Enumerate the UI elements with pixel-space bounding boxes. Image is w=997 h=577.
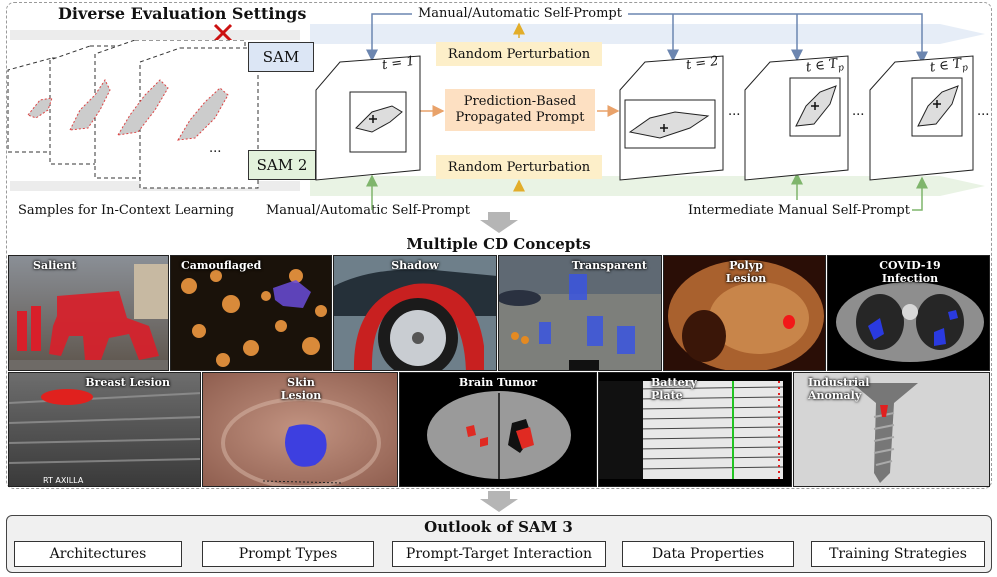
breast-caption: RT AXILLA bbox=[43, 476, 84, 485]
tile-battery-label: Battery Plate bbox=[651, 376, 697, 402]
tile-breast-label: Breast Lesion bbox=[85, 376, 170, 389]
transparent-image bbox=[499, 256, 661, 370]
video-frames bbox=[315, 55, 974, 181]
polyp-image bbox=[668, 260, 824, 370]
outlook-prompt-target-interaction: Prompt-Target Interaction bbox=[392, 541, 606, 567]
frame-ellipsis-3: ... bbox=[977, 104, 990, 119]
outlook-data-properties: Data Properties bbox=[622, 541, 794, 567]
tile-transparent-label: Transparent bbox=[571, 259, 647, 272]
tile-skin-label: Skin Lesion bbox=[280, 376, 322, 402]
samples-label: Samples for In-Context Learning bbox=[18, 203, 235, 218]
tile-battery: Battery Plate bbox=[598, 372, 792, 487]
in-context-samples bbox=[7, 40, 259, 189]
tile-shadow-label: Shadow bbox=[391, 259, 439, 272]
tile-brain-label: Brain Tumor bbox=[458, 376, 538, 389]
tile-salient: Salient bbox=[8, 255, 169, 371]
tile-shadow: Shadow bbox=[333, 255, 497, 371]
tile-industrial: Industrial Anomaly bbox=[793, 372, 990, 487]
tile-skin: Skin Lesion bbox=[202, 372, 398, 487]
tile-camouflaged-label: Camouflaged bbox=[181, 259, 262, 272]
breast-image bbox=[9, 389, 200, 464]
cross-icon bbox=[213, 23, 233, 43]
tile-transparent: Transparent bbox=[498, 255, 662, 371]
camouflaged-image bbox=[181, 269, 327, 367]
tile-polyp-label: Polyp Lesion bbox=[725, 259, 767, 285]
evaluation-frame bbox=[6, 2, 992, 489]
outlook-training-strategies: Training Strategies bbox=[811, 541, 985, 567]
sample-ellipsis: ... bbox=[209, 141, 222, 156]
tile-covid-label: COVID-19 Infection bbox=[879, 259, 941, 285]
skin-image bbox=[221, 397, 381, 486]
random-perturbation-bottom: Random Perturbation bbox=[436, 155, 602, 179]
tile-camouflaged: Camouflaged bbox=[170, 255, 332, 371]
shadow-image bbox=[334, 256, 496, 370]
top-prompt-label: Manual/Automatic Self-Prompt bbox=[418, 6, 622, 21]
industrial-image bbox=[852, 383, 918, 483]
propagated-prompt-box: Prediction-Based Propagated Prompt bbox=[445, 89, 595, 131]
random-perturbation-top: Random Perturbation bbox=[436, 42, 602, 66]
battery-image bbox=[599, 381, 784, 479]
tile-brain: Brain Tumor bbox=[399, 372, 597, 487]
settings-title: Diverse Evaluation Settings bbox=[58, 4, 307, 23]
salient-image bbox=[9, 264, 168, 370]
outlook-title: Outlook of SAM 3 bbox=[424, 518, 573, 536]
tile-covid: COVID-19 Infection bbox=[827, 255, 990, 371]
brain-image bbox=[427, 391, 571, 479]
connectors bbox=[366, 13, 928, 211]
tile-breast: Breast Lesion RT AXILLA bbox=[8, 372, 201, 487]
frame-ellipsis-2: ... bbox=[852, 104, 865, 119]
concepts-title: Multiple CD Concepts bbox=[406, 235, 591, 253]
outlook-prompt-types: Prompt Types bbox=[202, 541, 374, 567]
sam-box: SAM bbox=[248, 42, 314, 72]
sam2-box: SAM 2 bbox=[248, 150, 316, 180]
bottom-prompt-label: Manual/Automatic Self-Prompt bbox=[266, 203, 470, 218]
frame-ellipsis-1: ... bbox=[728, 104, 741, 119]
tile-industrial-label: Industrial Anomaly bbox=[808, 376, 870, 402]
tile-polyp: Polyp Lesion bbox=[663, 255, 826, 371]
intermediate-prompt-label: Intermediate Manual Self-Prompt bbox=[688, 203, 910, 218]
tile-salient-label: Salient bbox=[33, 259, 77, 272]
outlook-architectures: Architectures bbox=[14, 541, 182, 567]
covid-image bbox=[836, 282, 984, 362]
